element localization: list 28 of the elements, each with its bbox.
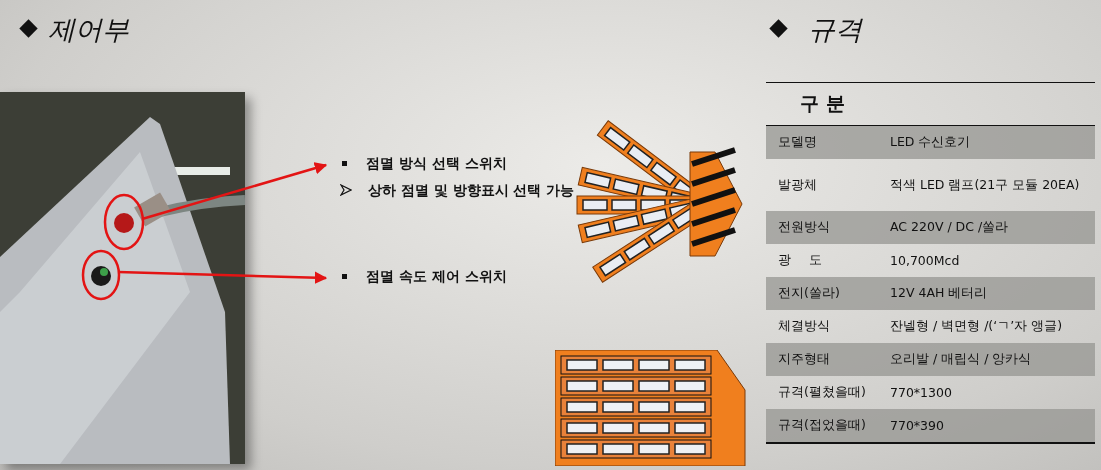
highlight-circle xyxy=(103,193,145,251)
arrow xyxy=(141,162,328,221)
table-cell: 770*390 xyxy=(882,409,1095,443)
table-cell: 적색 LED 램프(21구 모듈 20EA) xyxy=(882,159,1095,211)
table-cell: 규격(펼쳤을때) xyxy=(766,376,882,409)
section-heading: 제어부 xyxy=(48,13,129,47)
table-cell: 광 도 xyxy=(766,244,882,277)
table-cell: 전원방식 xyxy=(766,211,882,244)
table-cell: 지주형태 xyxy=(766,343,882,376)
table-cell: 770*1300 xyxy=(882,376,1095,409)
table-cell: 모델명 xyxy=(766,125,882,159)
table-cell: 잔넬형 / 벽면형 /(‘ㄱ’자 앵글) xyxy=(882,310,1095,343)
bullet-text: 상하 점멸 및 방향표시 선택 가능 xyxy=(368,182,575,198)
table-cell: 10,700Mcd xyxy=(882,244,1095,277)
table-cell: 전지(쏠라) xyxy=(766,277,882,310)
table-cell: AC 220V / DC /쏠라 xyxy=(882,211,1095,244)
table-cell: 오리발 / 매립식 / 앙카식 xyxy=(882,343,1095,376)
table-cell: 12V 4AH 베터리 xyxy=(882,277,1095,310)
bullet-text: 점멸 방식 선택 스위치 xyxy=(366,155,507,171)
section-heading: 규격 xyxy=(808,13,862,47)
table-cell: 체결방식 xyxy=(766,310,882,343)
arrow xyxy=(118,270,328,284)
table-cell: 발광체 xyxy=(766,159,882,211)
table-header: 구 분 xyxy=(766,82,1095,126)
table-cell: LED 수신호기 xyxy=(882,125,1095,159)
highlight-circle xyxy=(81,249,121,301)
bullet-text: 점멸 속도 제어 스위치 xyxy=(366,268,507,284)
table-cell: 규격(접었을때) xyxy=(766,409,882,443)
